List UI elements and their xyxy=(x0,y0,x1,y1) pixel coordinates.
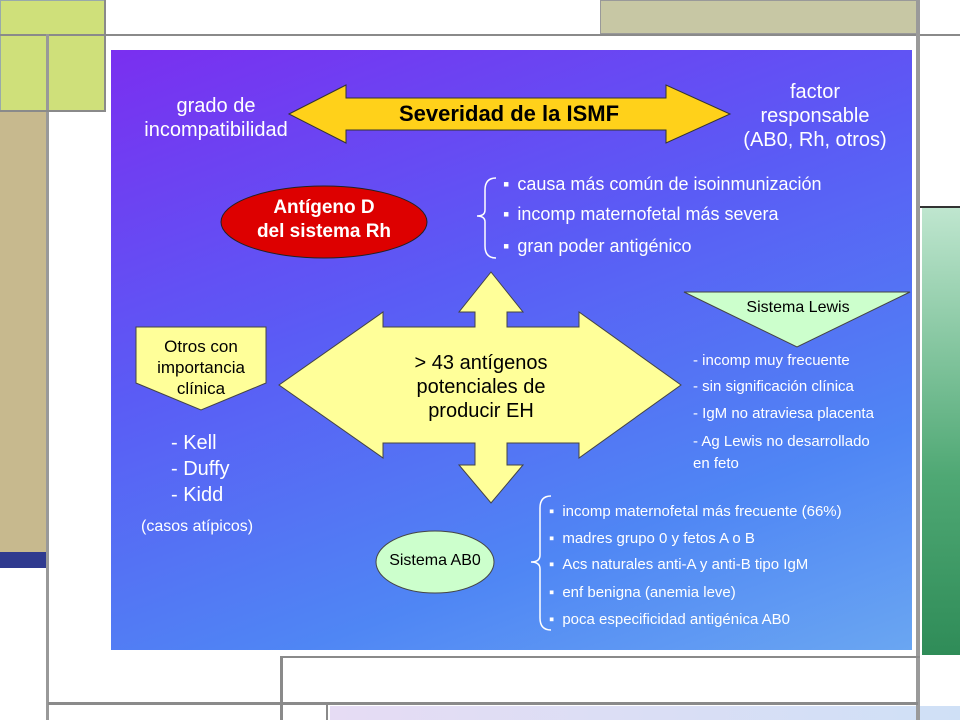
ab0-bullet: Acs naturales anti-A y anti-B tipo IgM xyxy=(549,556,808,573)
rh-title: Antígeno D del sistema Rh xyxy=(231,196,417,244)
otros-title-line: Otros con xyxy=(164,337,238,356)
center-four-way-arrow xyxy=(278,271,682,504)
rh-title-line: del sistema Rh xyxy=(256,221,392,242)
otros-item: - Duffy xyxy=(171,458,230,480)
ab0-bullet: madres grupo 0 y fetos A o B xyxy=(549,530,755,547)
rh-title-line: Antígeno D xyxy=(273,197,375,218)
frame-line xyxy=(920,206,960,208)
otros-title-line: importancia xyxy=(157,358,245,377)
frame-line xyxy=(916,0,920,720)
diagram-shapes xyxy=(135,84,911,631)
rh-bullet: causa más común de isoinmunización xyxy=(503,174,821,195)
title-double-arrow xyxy=(287,84,732,144)
otros-title-line: clínica xyxy=(176,379,226,398)
frame-line xyxy=(326,704,328,720)
otros-note: (casos atípicos) xyxy=(141,518,254,535)
left-label-line: incompatibilidad xyxy=(144,119,288,141)
ab0-bullet: poca especificidad antigénica AB0 xyxy=(549,611,790,628)
center-text: > 43 antígenos potenciales de producir E… xyxy=(383,351,579,423)
frame-navy-block xyxy=(0,552,46,568)
ab0-ellipse xyxy=(375,530,495,594)
right-label-line: factor xyxy=(789,81,841,103)
title: Severidad de la ISMF xyxy=(398,101,620,126)
frame-line xyxy=(0,110,106,112)
ab0-bullet: enf benigna (anemia leve) xyxy=(549,584,735,601)
lewis-triangle xyxy=(683,291,911,348)
frame-line xyxy=(48,702,918,705)
frame-line xyxy=(0,34,960,36)
lewis-item: - sin significación clínica xyxy=(693,378,854,395)
frame-line xyxy=(104,0,106,110)
frame-green-block xyxy=(0,0,106,112)
lewis-item: - Ag Lewis no desarrollado xyxy=(693,433,870,450)
otros-item: - Kell xyxy=(171,432,217,454)
lewis-item: - incomp muy frecuente xyxy=(693,352,850,369)
lewis-item: en feto xyxy=(693,455,739,472)
right-label: factor responsable (AB0, Rh, otros) xyxy=(715,80,912,152)
frame-line xyxy=(46,34,49,720)
rh-brace xyxy=(476,177,497,259)
rh-bullet: gran poder antigénico xyxy=(503,236,691,257)
rh-ellipse xyxy=(220,185,428,259)
lewis-title: Sistema Lewis xyxy=(746,299,850,316)
ab0-bullet: incomp maternofetal más frecuente (66%) xyxy=(549,503,841,520)
ab0-title: Sistema AB0 xyxy=(389,552,481,569)
otros-pentagon xyxy=(135,326,267,411)
frame-line xyxy=(280,656,283,720)
center-text-line: potenciales de xyxy=(416,376,546,398)
left-label-line: grado de xyxy=(176,95,256,117)
rh-bullet: incomp maternofetal más severa xyxy=(503,204,778,225)
frame-tan-block-top xyxy=(600,0,920,34)
right-label-line: (AB0, Rh, otros) xyxy=(743,129,887,151)
frame-lavender-strip xyxy=(330,706,960,720)
center-text-line: > 43 antígenos xyxy=(414,352,548,374)
right-label-line: responsable xyxy=(760,105,870,127)
ab0-brace xyxy=(530,495,552,631)
otros-item: - Kidd xyxy=(171,484,224,506)
otros-title: Otros con importancia clínica xyxy=(136,336,266,399)
lewis-item: - IgM no atraviesa placenta xyxy=(693,405,874,422)
center-text-line: producir EH xyxy=(428,400,534,422)
frame-green-block-right xyxy=(922,208,960,655)
frame-line xyxy=(280,656,920,658)
frame-tan-block-left xyxy=(0,112,46,552)
slide: Severidad de la ISMF grado de incompatib… xyxy=(111,50,912,650)
left-label: grado de incompatibilidad xyxy=(111,94,321,142)
